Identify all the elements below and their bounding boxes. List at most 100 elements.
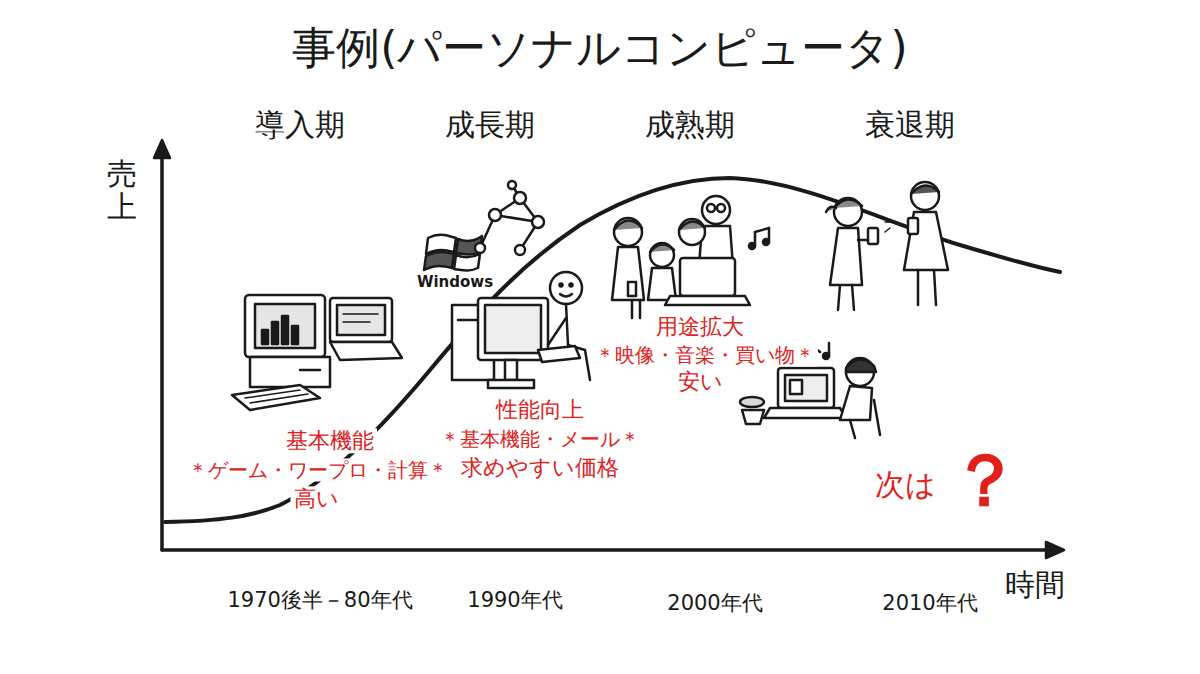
smartphone-users — [885, 222, 891, 232]
note-text: ＊ゲーム・ワープロ・計算＊ — [185, 459, 451, 482]
laptop-user — [850, 400, 880, 438]
smartphone-users — [911, 182, 939, 210]
network-graph — [515, 245, 525, 255]
old-computer — [300, 369, 320, 372]
family-laptop — [679, 219, 705, 245]
axes — [154, 140, 1064, 558]
period-label: 2000年代 — [667, 591, 762, 615]
network-graph — [508, 181, 516, 189]
logo-text: Windows — [414, 274, 496, 291]
old-computer — [255, 304, 315, 348]
desktop-user — [570, 284, 573, 287]
music-notes — [749, 228, 829, 359]
note-text: 用途拡大 — [653, 314, 747, 339]
laptop-user — [840, 386, 872, 420]
sales-curve — [165, 178, 1060, 522]
old-computer — [262, 330, 268, 344]
music-notes — [755, 228, 769, 232]
period-label: 1970後半－80年代 — [227, 588, 412, 612]
smartphone-users — [858, 239, 868, 242]
network-graph — [475, 243, 485, 253]
desktop-user — [548, 318, 566, 345]
desktop-user — [550, 272, 582, 304]
old-laptop — [330, 298, 392, 342]
note-text: 高い — [291, 486, 342, 511]
note-text: 求めやすい価格 — [458, 455, 622, 480]
smartphone-users — [911, 185, 939, 194]
old-computer — [292, 326, 298, 344]
smartphone-users — [904, 212, 948, 270]
note-text: ＊映像・音楽・買い物＊ — [592, 344, 818, 367]
laptop-user — [790, 380, 802, 394]
desktop-user — [488, 380, 534, 388]
smartphone-users — [908, 218, 918, 234]
note-text: 基本機能 — [283, 428, 377, 453]
note-text: 性能向上 — [493, 397, 587, 422]
period-label: 2010年代 — [882, 591, 977, 615]
laptop-user — [740, 358, 880, 438]
phase-label: 衰退期 — [865, 108, 955, 143]
network-graph — [475, 181, 544, 255]
note-text: 安い — [675, 369, 726, 394]
old-computer — [250, 394, 308, 403]
smartphone-users — [834, 199, 862, 208]
network-graph — [489, 209, 501, 221]
music-notes — [768, 228, 771, 242]
music-notes — [754, 232, 757, 246]
smartphone-users — [834, 198, 862, 226]
network-graph — [532, 216, 544, 228]
family-laptop — [639, 300, 642, 318]
phase-label: 導入期 — [255, 108, 345, 143]
sales-curve — [165, 178, 1060, 522]
music-notes — [828, 343, 831, 356]
period-label: 1990年代 — [467, 588, 562, 612]
family-laptop — [650, 243, 674, 267]
old-computer — [282, 316, 288, 344]
family-laptop — [702, 196, 730, 224]
laptop-user — [846, 359, 876, 372]
laptop-user — [740, 397, 764, 407]
old-laptop — [330, 342, 402, 360]
old-laptop — [337, 305, 385, 335]
family-laptop — [650, 244, 674, 252]
desktop-user — [485, 305, 541, 353]
family-laptop — [628, 282, 636, 296]
desktop-user — [560, 294, 572, 297]
old-laptop — [330, 298, 402, 360]
old-computer — [232, 385, 320, 410]
family-laptop — [680, 258, 735, 296]
family-laptop — [614, 220, 642, 230]
smartphone-users — [830, 228, 862, 285]
old-computer — [232, 295, 330, 410]
family-laptop — [614, 218, 642, 246]
question-mark: ？ — [946, 439, 1024, 522]
laptop-user — [742, 410, 764, 424]
family-laptop — [679, 221, 705, 230]
smartphone-users — [826, 182, 948, 310]
network-graph — [514, 192, 526, 204]
smartphone-users — [838, 285, 840, 310]
old-laptop — [343, 313, 378, 315]
old-computer — [250, 357, 330, 387]
axis-label: 売上 — [107, 157, 137, 223]
laptop-user — [785, 375, 827, 401]
smartphone-users — [826, 207, 836, 212]
desktop-user — [538, 346, 580, 362]
axes — [160, 152, 164, 550]
axis-label: 時間 — [1005, 568, 1065, 603]
family-laptop — [717, 204, 725, 212]
family-laptop — [665, 296, 750, 305]
smartphone-users — [917, 270, 920, 305]
smartphone-users — [868, 228, 878, 244]
axes — [154, 140, 170, 158]
smartphone-users — [934, 270, 936, 305]
title-text: 事例(パーソナルコンピュータ) — [292, 23, 907, 74]
windows-logo — [424, 235, 482, 271]
windows-logo — [454, 254, 480, 270]
desktop-user — [505, 360, 517, 380]
family-laptop — [631, 300, 634, 318]
old-computer — [245, 295, 325, 357]
old-computer — [272, 322, 278, 344]
family-laptop — [612, 196, 750, 318]
phase-label: 成熟期 — [645, 108, 735, 143]
